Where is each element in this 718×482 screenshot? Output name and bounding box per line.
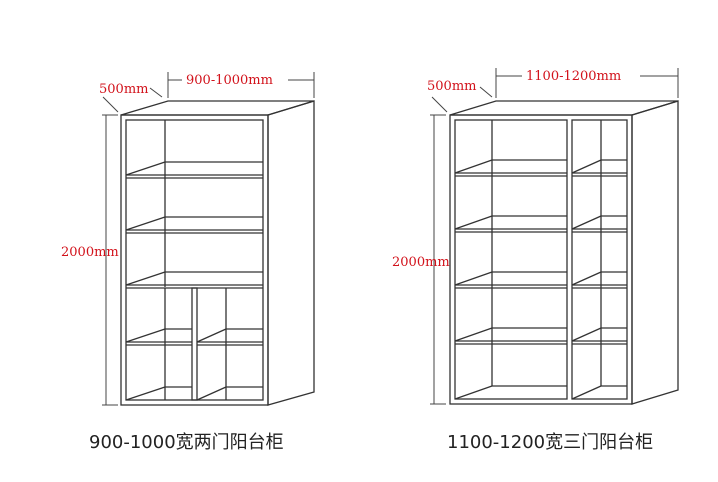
right-top-face: [449, 100, 679, 116]
right-width-label: 1100-1200mm: [526, 69, 621, 84]
right-front-frame: [449, 114, 633, 405]
left-side-face: [267, 100, 315, 406]
left-shelves: [125, 161, 263, 401]
left-depth-label: 500mm: [99, 82, 148, 97]
left-cabinet-drawing: [102, 72, 315, 406]
right-inner-opening-right: [571, 119, 628, 400]
right-height-label: 2000mm: [392, 255, 450, 270]
left-center-divider: [191, 287, 198, 401]
right-shelves: [454, 159, 627, 400]
left-top-face: [120, 100, 315, 116]
right-cabinet-caption: 1100-1200宽三门阳台柜: [447, 432, 654, 453]
right-depth-label: 500mm: [427, 79, 476, 94]
right-dimension-lines: [430, 68, 679, 405]
right-side-face: [631, 100, 679, 405]
right-inner-opening-left: [454, 119, 568, 400]
left-width-label: 900-1000mm: [186, 73, 273, 88]
left-cabinet-caption: 900-1000宽两门阳台柜: [89, 432, 284, 453]
right-cabinet-drawing: [430, 68, 679, 405]
left-front-frame: [120, 114, 269, 406]
left-height-label: 2000mm: [61, 245, 119, 260]
left-dimension-lines: [102, 72, 315, 406]
